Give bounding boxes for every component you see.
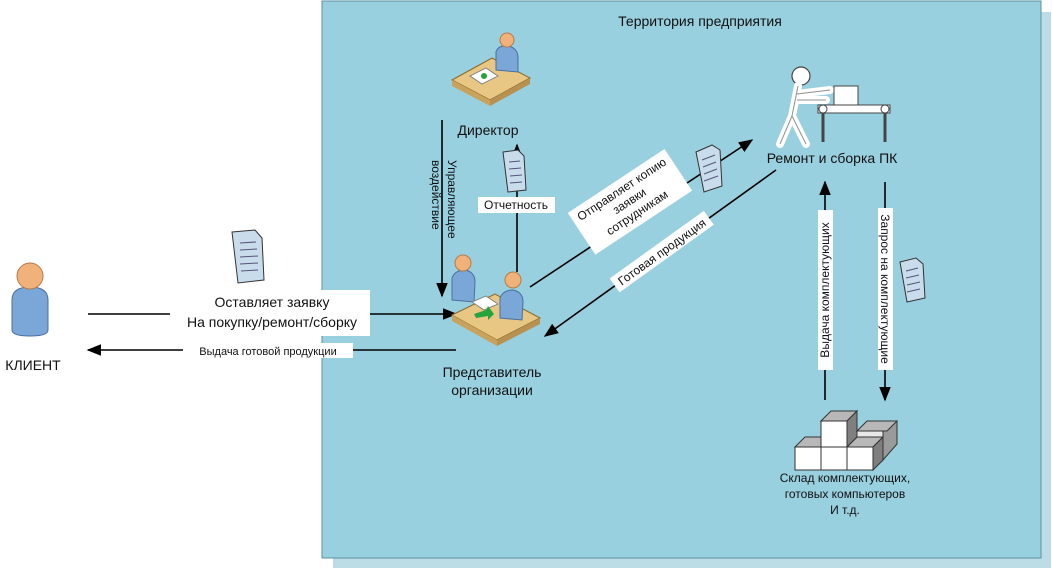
boxes-stack-icon [793, 409, 899, 472]
parts-request-label: Запрос на комплектующие [878, 214, 892, 364]
client-label: КЛИЕНТ [5, 357, 61, 373]
parts-issue-label-bg [818, 210, 833, 370]
warehouse-label-line2: готовых компьютеров [785, 487, 905, 501]
zone-title: Территория предприятия [618, 13, 782, 29]
client-icon [11, 262, 49, 337]
parts-issue-label: Выдача комплектующих [818, 222, 832, 357]
warehouse-label-line3: И т.д. [830, 503, 860, 517]
warehouse-label-line1: Склад комплектующих, [780, 471, 910, 485]
meeting-at-desk-icon [450, 254, 542, 346]
report-label-bg [478, 197, 555, 213]
document-icon [899, 257, 926, 303]
director-at-desk-icon [450, 32, 532, 106]
control-label-line1: Управляющее [445, 160, 459, 239]
document-icon [695, 144, 723, 193]
document-icon [502, 149, 527, 193]
enterprise-zone: Территория предприятия [321, 0, 1051, 568]
delivery-label: Выдача готовой продукции [199, 346, 336, 358]
rep-label-line1: Представитель [443, 364, 542, 380]
director-label: Директор [458, 122, 519, 138]
request-label-line2: На покупку/ремонт/сборку [187, 314, 357, 330]
conveyor-worker-icon [776, 66, 891, 148]
parts-request-label-bg [878, 208, 893, 370]
request-label-line1: Оставляет заявку [215, 294, 330, 310]
delivery-label-bg [183, 343, 353, 358]
rep-label-line2: организации [451, 382, 533, 398]
request-label-bg [170, 290, 370, 336]
report-label: Отчетность [484, 198, 548, 212]
document-icon [231, 229, 265, 284]
control-label-line2: воздействие [429, 160, 443, 230]
repair-label: Ремонт и сборка ПК [767, 150, 898, 166]
